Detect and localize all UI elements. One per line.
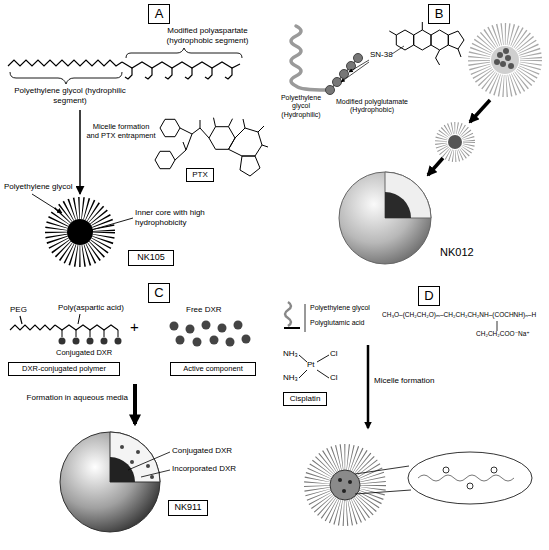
annotation-label: Incorporated DXR: [172, 464, 236, 474]
annotation-label: Polyglutamic acid: [310, 319, 364, 327]
leader-line: [128, 452, 170, 477]
annotation-label: Formation in aqueous media: [14, 393, 128, 403]
panel-letter-box: C: [148, 283, 170, 303]
annotation-label: NH₃: [283, 349, 298, 359]
annotation-label: Cl: [330, 373, 338, 383]
panel-letter-box: A: [148, 4, 170, 24]
polymer-icon: [284, 302, 305, 332]
label-box: Active component: [170, 362, 256, 376]
annotation-label: NH₃: [283, 373, 298, 383]
box-text: B: [435, 7, 444, 21]
annotation-label: SN-38: [370, 50, 393, 60]
annotation-label: Free DXR: [186, 305, 222, 315]
micelle: [441, 128, 469, 156]
peg-chain: [10, 316, 55, 330]
annotation-label: Modified polyglutamate (Hydrophobic): [334, 98, 410, 115]
annotation-label: Polyethylene glycol (Hydrophilic): [272, 94, 330, 119]
leader-line: [32, 194, 133, 231]
annotation-label: Inner core with high hydrophobicity: [135, 208, 215, 227]
process-arrow: [428, 100, 490, 175]
annotation-label: Conjugated DXR: [56, 348, 112, 357]
peg-chain: [291, 26, 326, 90]
cisplatin-bonds: [299, 355, 329, 378]
process-arrow: [80, 110, 81, 194]
label-box: PTX: [186, 168, 214, 182]
sn38-structure: [389, 22, 464, 65]
micelle-sphere: [339, 172, 431, 264]
formula-bond: [497, 321, 498, 331]
label-box: Cisplatin: [283, 392, 327, 406]
label-box: NK105: [128, 250, 174, 266]
micelle: [56, 208, 104, 256]
annotation-label: Micelle formation and PTX entrapment: [86, 122, 156, 140]
segment-brace: [10, 48, 242, 84]
annotation-label: Conjugated DXR: [172, 446, 232, 456]
box-text: Active component: [183, 365, 243, 373]
annotation-label: Cl: [330, 349, 338, 359]
box-text: A: [155, 7, 164, 21]
annotation-label: Modified polyaspartate (hydrophobic segm…: [150, 26, 265, 45]
box-text: C: [154, 286, 163, 300]
polyaspartate-chain: [55, 314, 122, 345]
box-text: DXR-conjugated polymer: [22, 365, 106, 373]
label-box: NK911: [168, 500, 208, 516]
box-text: PTX: [192, 171, 208, 180]
box-text: NK105: [137, 253, 165, 263]
polyglutamate-beads: [326, 54, 363, 95]
annotation-label: NK012: [440, 246, 474, 259]
box-text: Cisplatin: [290, 395, 321, 404]
annotation-label: Polyethylene glycol: [4, 182, 72, 192]
annotation-label: CH₃O–(CH₂CH₂O)ₘ–CH₂CH₂CH₂NH–(COCHNH)ₙ–H: [382, 311, 536, 319]
panel-letter-box: D: [418, 286, 440, 306]
process-arrow: [135, 384, 136, 424]
peg-chain: [8, 60, 122, 66]
leader-line: [341, 46, 404, 82]
panel-letter-box: B: [428, 4, 450, 24]
micelle: [317, 457, 373, 513]
micelle-cluster: [479, 34, 531, 86]
label-box: DXR-conjugated polymer: [8, 362, 120, 376]
process-arrow: [368, 345, 369, 428]
micelle-sphere: [60, 432, 160, 532]
annotation-label: PEG: [10, 305, 27, 315]
free-drug-dots: [170, 321, 251, 347]
box-text: NK911: [175, 503, 202, 513]
annotation-label: Micelle formation: [374, 376, 434, 386]
annotation-label: Pt: [307, 360, 315, 370]
annotation-label: CH₂CH₂COO⁻Na⁺: [476, 330, 530, 338]
annotation-label: Poly(aspartic acid): [58, 303, 124, 313]
zoom-inset: [355, 452, 532, 504]
annotation-label: +: [130, 318, 139, 336]
polyaspartate-chain: [122, 62, 240, 79]
annotation-label: Polyethylene glycol (hydrophilic segment…: [10, 86, 130, 105]
box-text: D: [424, 289, 433, 303]
annotation-label: Polyethylene glycol: [310, 304, 370, 312]
